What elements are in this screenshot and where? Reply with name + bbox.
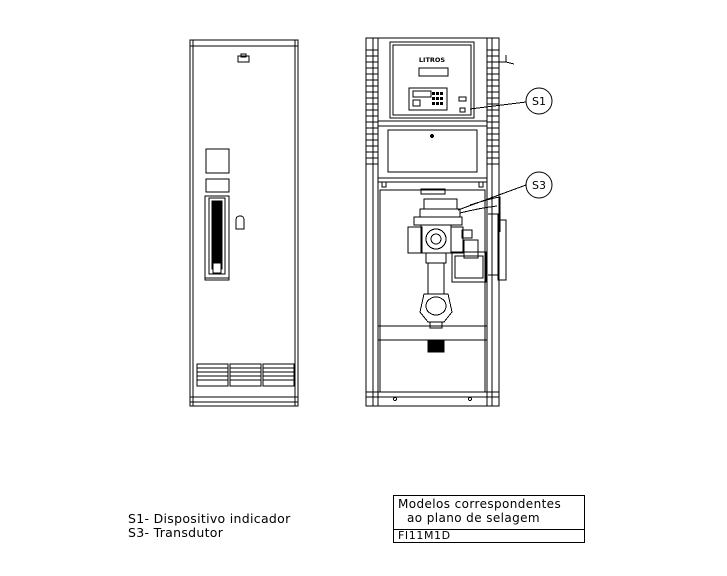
legend-code: S3- xyxy=(128,525,150,540)
display-window xyxy=(418,67,449,77)
legend-item-s1: S1- Dispositivo indicador xyxy=(128,512,291,526)
models-title-line2: ao plano de selagem xyxy=(407,511,541,525)
legend-description: Dispositivo indicador xyxy=(153,511,291,526)
models-title-line1: Modelos correspondentes xyxy=(398,497,562,511)
hook-icon xyxy=(235,215,245,230)
legend-item-s3: S3- Transdutor xyxy=(128,526,291,540)
keypad-icon xyxy=(432,92,443,105)
head-side-ribs xyxy=(366,49,499,165)
models-table: Modelos correspondentes ao plano de sela… xyxy=(393,495,585,543)
display-head xyxy=(389,41,475,119)
vent-grill xyxy=(196,363,295,387)
side-view-cabinet xyxy=(189,39,299,407)
front-view-cabinet xyxy=(365,37,527,407)
models-table-header: Modelos correspondentes ao plano de sela… xyxy=(394,496,584,530)
totalizer-panel xyxy=(387,129,478,173)
display-panel xyxy=(408,87,448,111)
upper-window xyxy=(205,148,230,174)
s3-leader-line xyxy=(457,184,527,211)
nozzle-holder xyxy=(204,195,230,281)
meter-assembly xyxy=(407,196,507,353)
legend-description: Transdutor xyxy=(153,525,224,540)
hydraulic-chamber xyxy=(379,189,486,393)
callout-s1-label: S1 xyxy=(532,95,546,108)
s1-leader-line xyxy=(469,101,527,110)
lower-window xyxy=(205,178,230,193)
display-brand: LITROS xyxy=(419,56,446,64)
legend-code: S1- xyxy=(128,511,150,526)
callout-s3-label: S3 xyxy=(532,179,546,192)
legend: S1- Dispositivo indicador S3- Transdutor xyxy=(128,512,291,540)
callout-s1 xyxy=(525,87,553,115)
model-code: FI11M1D xyxy=(398,529,451,542)
callout-s3 xyxy=(525,171,553,199)
top-lock-icon xyxy=(237,53,250,63)
top-bracket xyxy=(499,55,515,65)
